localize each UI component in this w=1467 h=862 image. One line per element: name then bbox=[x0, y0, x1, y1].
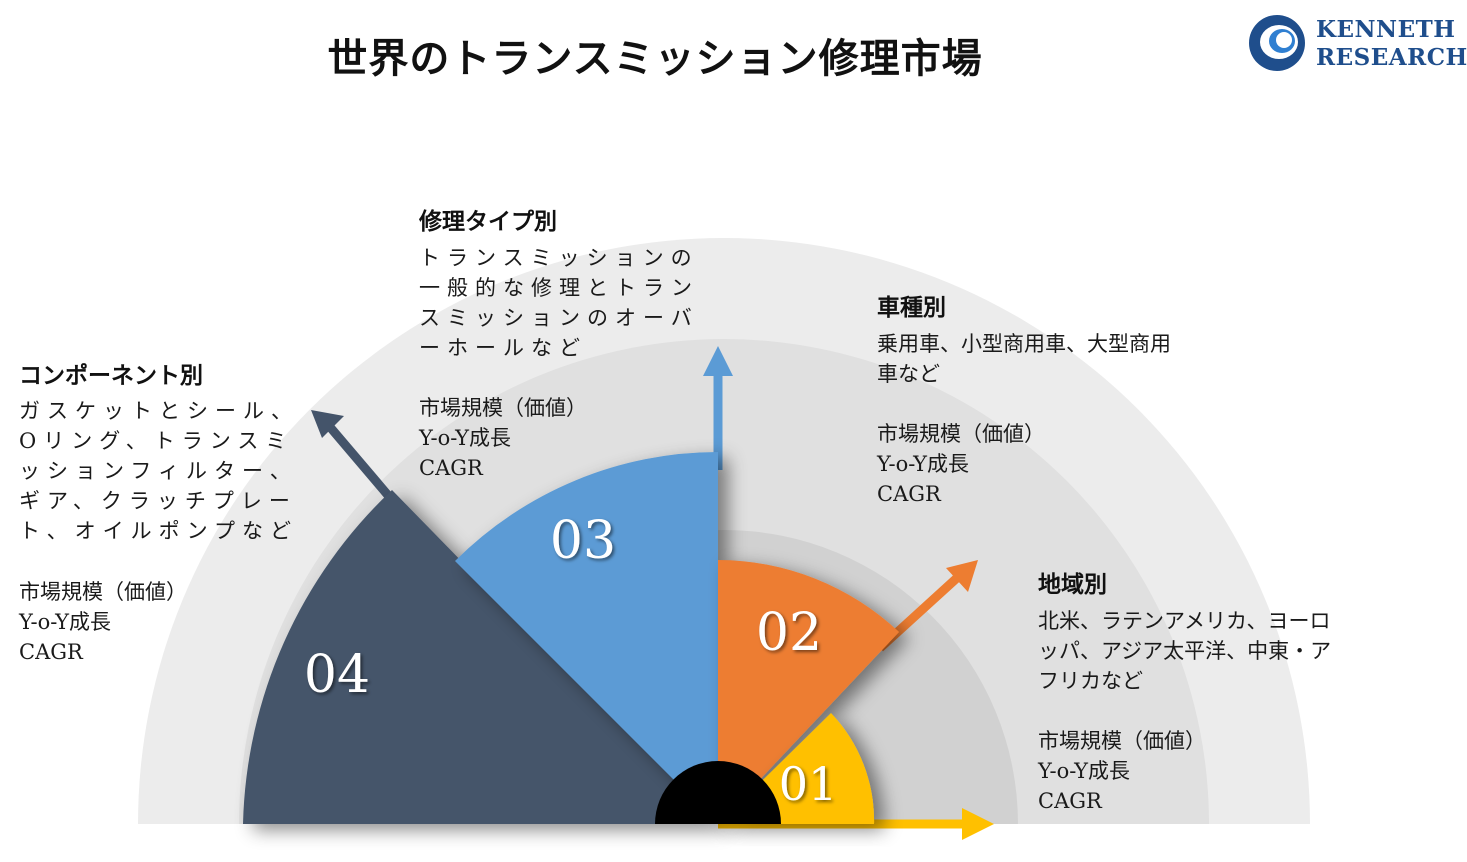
segment-04-metric-size: 市場規模（価値） bbox=[19, 580, 187, 604]
segment-03-description: トランスミッションの一般的な修理とトランスミッションのオーバーホールなど bbox=[419, 246, 699, 360]
logo-swirl-icon bbox=[1249, 15, 1305, 71]
segment-01-number: 01 bbox=[779, 757, 838, 811]
segment-02-label: 車種別 bbox=[877, 295, 946, 321]
segment-01-metric-size: 市場規模（価値） bbox=[1038, 729, 1206, 753]
segment-04-metric-yoy: Y-o-Y成長 bbox=[19, 610, 111, 634]
segment-04-metrics: 市場規模（価値） Y-o-Y成長 CAGR bbox=[19, 577, 187, 667]
segment-03-number: 03 bbox=[550, 511, 616, 571]
segment-04-metric-cagr: CAGR bbox=[19, 640, 83, 664]
segment-01-metric-cagr: CAGR bbox=[1038, 789, 1102, 813]
logo-text-line1: KENNETH bbox=[1316, 16, 1456, 43]
segment-03-metric-size: 市場規模（価値） bbox=[419, 396, 587, 420]
segment-03-wedge bbox=[455, 452, 718, 824]
segment-02-description: 乗用車、小型商用車、大型商用車など bbox=[877, 332, 1171, 386]
segment-02-wedge bbox=[718, 560, 899, 824]
logo-text-line2: RESEARCH bbox=[1316, 44, 1467, 71]
segment-03-metric-yoy: Y-o-Y成長 bbox=[419, 426, 511, 450]
segment-02-metric-yoy: Y-o-Y成長 bbox=[877, 452, 969, 476]
segment-01-metrics: 市場規模（価値） Y-o-Y成長 CAGR bbox=[1038, 726, 1206, 816]
segment-02-metric-size: 市場規模（価値） bbox=[877, 422, 1045, 446]
arrow-04 bbox=[311, 410, 396, 503]
segment-01-metric-yoy: Y-o-Y成長 bbox=[1038, 759, 1130, 783]
segment-02-metrics: 市場規模（価値） Y-o-Y成長 CAGR bbox=[877, 419, 1045, 509]
segment-03-label: 修理タイプ別 bbox=[419, 209, 557, 235]
center-hub bbox=[655, 761, 781, 824]
segment-02-metric-cagr: CAGR bbox=[877, 482, 941, 506]
segment-03-metrics: 市場規模（価値） Y-o-Y成長 CAGR bbox=[419, 393, 587, 483]
page-title: 世界のトランスミッション修理市場 bbox=[327, 36, 983, 82]
segment-04-label: コンポーネント別 bbox=[19, 363, 203, 389]
segment-02-number: 02 bbox=[756, 603, 822, 663]
segment-04-number: 04 bbox=[304, 645, 370, 705]
segment-01-label: 地域別 bbox=[1038, 572, 1107, 598]
segment-04-wedge bbox=[243, 490, 718, 824]
segment-03-metric-cagr: CAGR bbox=[419, 456, 483, 480]
kenneth-research-logo: KENNETH RESEARCH bbox=[1244, 10, 1467, 76]
segment-04-description: ガスケットとシール、Oリング、トランスミッションフィルター、ギア、クラッチプレー… bbox=[19, 399, 299, 543]
segment-01-description: 北米、ラテンアメリカ、ヨーロッパ、アジア太平洋、中東・アフリカなど bbox=[1038, 609, 1332, 693]
